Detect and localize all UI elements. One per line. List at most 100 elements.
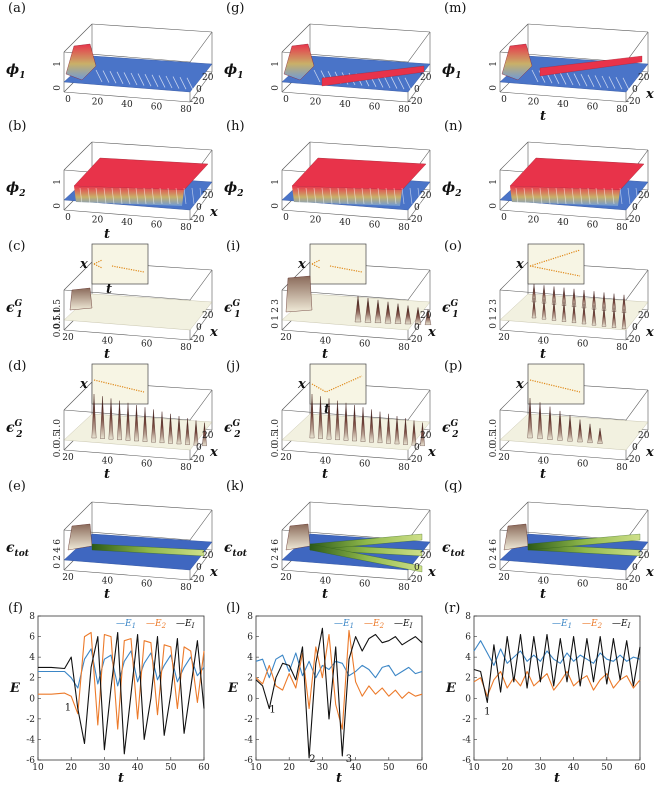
surface-ripple: [404, 77, 412, 90]
z-tick-label: 1: [271, 179, 281, 185]
y-tick-label: -4: [462, 735, 471, 745]
inset-x-label: x: [79, 257, 88, 272]
surface-ripple: [337, 187, 341, 205]
inset-frame: [309, 363, 367, 405]
energy-spikes: [531, 283, 627, 329]
box-edge: [281, 381, 311, 411]
curve-annotation: 3: [346, 754, 352, 765]
energy-spike: [360, 407, 366, 442]
t-tick-label: 80: [616, 105, 628, 115]
t-tick-label: 40: [538, 576, 550, 586]
t-tick-label: 40: [320, 456, 332, 466]
panel-ylabel: ϕ1: [442, 62, 461, 81]
surface-ripple: [523, 187, 527, 205]
surface-ripple: [587, 187, 591, 205]
t-tick-label: 80: [616, 343, 628, 353]
surface-ripple: [603, 187, 607, 205]
y-tick-label: -2: [462, 715, 471, 725]
t-axis-name: t: [104, 227, 110, 242]
energy-spike: [326, 398, 332, 440]
z-tick-label: 6: [271, 539, 281, 545]
box-edge: [499, 329, 627, 341]
x-tick-label: -20: [626, 455, 641, 465]
surface-ripple: [95, 69, 103, 83]
box-edge: [499, 569, 627, 581]
box-edge: [63, 569, 191, 581]
legend-entry-E1: —E1: [334, 619, 354, 630]
surface-ripple: [390, 76, 398, 89]
x-tick-label: -20: [190, 335, 205, 345]
box-edge: [499, 289, 627, 301]
box-edge: [63, 91, 191, 103]
box-edge: [407, 389, 431, 421]
t-tick-label: 0: [283, 95, 289, 105]
x-tick-label: 20: [638, 73, 650, 83]
x-tick-label: 20: [638, 431, 650, 441]
t-axis-name: t: [104, 347, 110, 362]
y-tick-label: 6: [465, 633, 471, 643]
y-tick-label: 4: [29, 653, 35, 663]
y-tick-label: 0: [247, 694, 253, 704]
energy-spike: [404, 305, 412, 325]
inset: xt: [297, 363, 367, 417]
x-tick-label: -20: [626, 215, 641, 225]
z-tick-label: 6: [53, 539, 63, 545]
t-axis-name: t: [322, 347, 328, 362]
total-ray: [91, 543, 205, 557]
surface-ripple: [531, 187, 535, 205]
surface-ripple: [297, 187, 301, 205]
y-tick-label: 6: [247, 633, 253, 643]
x-tick-label: 0: [414, 203, 420, 213]
energy-spike: [193, 420, 199, 446]
z-tick-label: 3: [271, 299, 281, 305]
x-tick-label: 0: [196, 563, 202, 573]
t-axis-name: t: [540, 587, 546, 602]
box-edge: [281, 209, 409, 221]
t-tick-label: 80: [180, 583, 192, 593]
surface-ripple: [321, 187, 325, 205]
box-edge: [499, 91, 627, 103]
surface-ripple: [87, 187, 91, 205]
surface-ripple: [158, 75, 166, 88]
t-tick-label: 20: [280, 333, 292, 343]
x-tick-label: -20: [408, 455, 423, 465]
t-tick-label: 20: [528, 216, 540, 226]
x-tick-label: 30: [317, 763, 329, 773]
y-tick-label: -6: [244, 756, 253, 766]
x-tick-label: -20: [408, 575, 423, 585]
surface-ripple: [619, 187, 623, 205]
z-tick-label: 4: [271, 547, 281, 553]
surface-ripple: [385, 187, 389, 205]
series-line-EI: [473, 633, 641, 703]
t-tick-label: 40: [320, 336, 332, 346]
panel-ylabel: ϕ1: [6, 62, 25, 81]
surface-ripple: [393, 187, 397, 205]
surface-peak: [65, 43, 97, 81]
box-edge: [499, 409, 627, 421]
energy-spike: [318, 396, 323, 439]
t-tick-label: 60: [141, 460, 153, 470]
panel-label: (j): [226, 359, 240, 374]
surface-ripple: [183, 187, 187, 205]
z-tick-label: 1: [271, 61, 281, 67]
energy-spike: [403, 418, 408, 445]
x-tick-label: 0: [196, 85, 202, 95]
t-tick-label: 60: [359, 340, 371, 350]
panel-ylabel: ϵtot: [6, 540, 30, 559]
box-edge: [91, 23, 213, 33]
box-edge: [407, 549, 431, 581]
t-axis-name: t: [322, 467, 328, 482]
t-tick-label: 60: [369, 221, 381, 231]
total-ray: [527, 533, 641, 551]
box-edge: [309, 141, 431, 151]
x-tick-label: 20: [638, 191, 650, 201]
box-edge: [527, 23, 649, 33]
t-tick-label: 60: [151, 221, 163, 231]
panel-label: (e): [8, 479, 26, 494]
surface-kink: [539, 55, 643, 77]
y-tick-label: 0: [29, 694, 35, 704]
x-tick-label: 10: [250, 763, 262, 773]
